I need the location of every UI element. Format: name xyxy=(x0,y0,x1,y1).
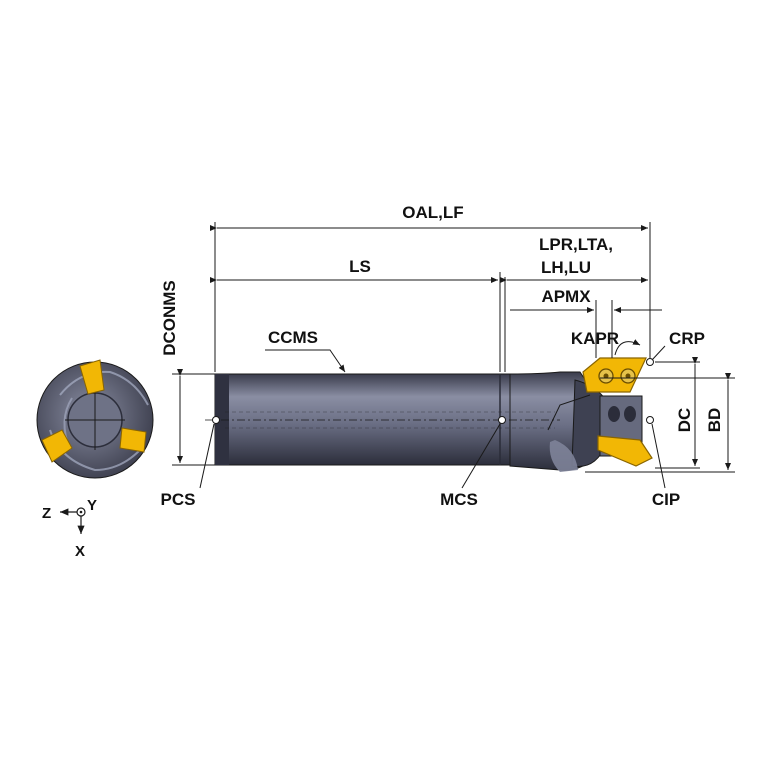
end-view-insert xyxy=(79,359,105,395)
label-dc: DC xyxy=(675,408,694,433)
top-insert xyxy=(582,357,647,393)
label-apmx: APMX xyxy=(541,287,591,306)
label-crp: CRP xyxy=(669,329,705,348)
end-view-flute xyxy=(59,370,149,406)
axis-indicator: Z Y X xyxy=(42,497,97,560)
label-ls: LS xyxy=(349,257,371,276)
label-lh-lu: LH,LU xyxy=(541,258,591,277)
dimension-lines xyxy=(172,222,735,489)
mcs-point-icon xyxy=(498,416,506,424)
cip-point-icon xyxy=(646,416,654,424)
axis-x-label: X xyxy=(75,543,85,560)
label-mcs: MCS xyxy=(440,490,478,509)
screw-hole xyxy=(608,406,620,422)
chip-pocket xyxy=(549,440,578,472)
label-ccms: CCMS xyxy=(268,328,318,347)
crp-point-icon xyxy=(646,358,654,366)
label-dconms: DCONMS xyxy=(160,280,179,356)
label-pcs: PCS xyxy=(161,490,196,509)
end-view-insert xyxy=(119,427,147,453)
bottom-insert xyxy=(597,435,653,467)
end-view xyxy=(36,359,154,479)
tool-side-view xyxy=(205,357,654,472)
dimension-labels: OAL,LF LS LPR,LTA, LH,LU APMX KAPR CRP C… xyxy=(160,203,724,509)
label-cip: CIP xyxy=(652,490,680,509)
screw-hole xyxy=(624,406,636,422)
shank xyxy=(214,373,511,466)
label-bd: BD xyxy=(705,408,724,433)
pcs-point-icon xyxy=(212,416,220,424)
label-oal-lf: OAL,LF xyxy=(402,203,463,222)
label-lpr-lta: LPR,LTA, xyxy=(539,235,613,254)
axis-y-label: Y xyxy=(87,497,97,514)
shank-chamfer xyxy=(215,374,229,465)
end-view-insert xyxy=(41,429,73,463)
label-kapr: KAPR xyxy=(571,329,619,348)
axis-z-label: Z xyxy=(42,505,51,522)
